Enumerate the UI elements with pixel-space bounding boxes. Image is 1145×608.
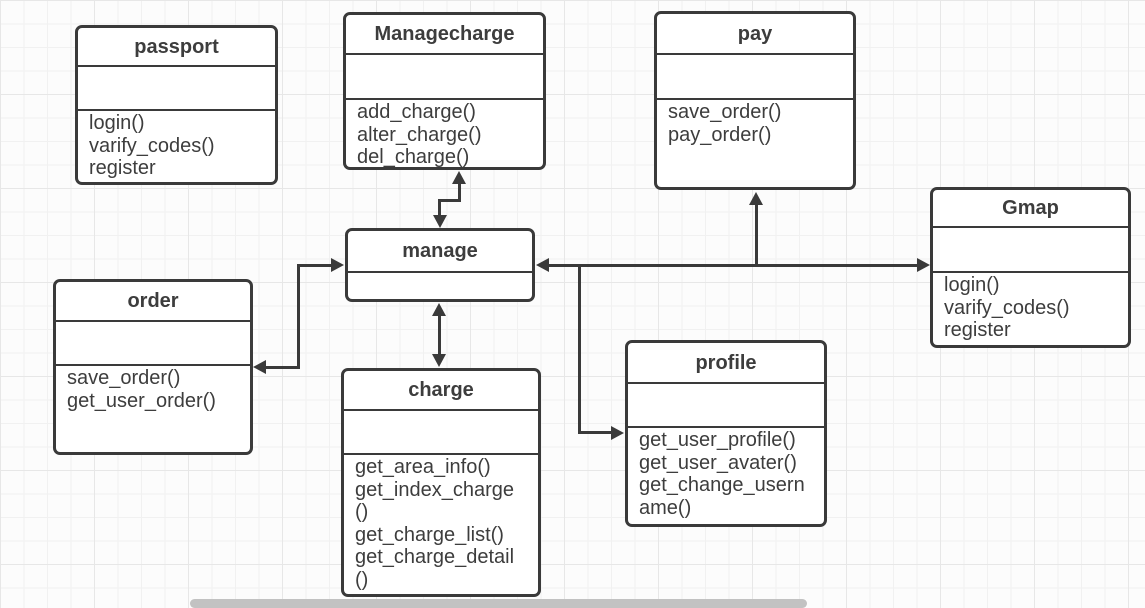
class-method: get_charge_detail() <box>355 546 515 591</box>
class-box-manage[interactable]: manage <box>345 228 535 302</box>
class-method: get_user_avater() <box>639 451 797 474</box>
class-box-pay[interactable]: pay save_order()pay_order() <box>654 11 856 190</box>
class-methods: login()varify_codes()register <box>78 111 275 182</box>
connector-segment[interactable] <box>297 264 333 267</box>
connector-segment[interactable] <box>438 314 441 356</box>
class-method: get_user_profile() <box>639 429 796 451</box>
class-method: register <box>944 319 1011 341</box>
arrowhead-right-icon[interactable] <box>611 426 624 440</box>
class-box-gmap[interactable]: Gmap login()varify_codes()register <box>930 187 1131 348</box>
class-method: get_area_info() <box>355 456 491 478</box>
arrowhead-right-icon[interactable] <box>917 258 930 272</box>
class-method: varify_codes() <box>944 296 1070 319</box>
class-box-managecharge[interactable]: Managecharge add_charge()alter_charge()de… <box>343 12 546 170</box>
class-method: save_order() <box>668 101 782 123</box>
class-method: login() <box>944 274 1000 296</box>
class-attributes-empty <box>344 411 538 455</box>
class-attributes-empty <box>346 55 543 100</box>
class-method: get_index_charge() <box>355 478 515 524</box>
class-methods: save_order()pay_order() <box>657 100 853 187</box>
class-title: passport <box>78 28 275 67</box>
connector-segment[interactable] <box>458 182 461 202</box>
arrowhead-left-icon[interactable] <box>253 360 266 374</box>
connector-segment[interactable] <box>547 264 919 267</box>
class-title: pay <box>657 14 853 55</box>
class-title: charge <box>344 371 538 411</box>
class-methods: get_user_profile()get_user_avater()get_c… <box>628 428 824 524</box>
class-methods: get_area_info()get_index_charge()get_cha… <box>344 455 538 594</box>
class-methods: login()varify_codes()register <box>933 273 1128 345</box>
connector-segment[interactable] <box>438 199 441 217</box>
arrowhead-up-icon[interactable] <box>432 303 446 316</box>
class-box-order[interactable]: order save_order()get_user_order() <box>53 279 253 455</box>
class-method: pay_order() <box>668 123 772 146</box>
class-method: add_charge() <box>357 101 476 123</box>
horizontal-scrollbar-thumb[interactable] <box>190 599 807 608</box>
class-method: register <box>89 157 156 179</box>
class-attributes-empty <box>78 67 275 111</box>
class-methods: add_charge()alter_charge()del_charge() <box>346 100 543 167</box>
class-title: profile <box>628 343 824 384</box>
class-method: login() <box>89 112 145 134</box>
class-method: del_charge() <box>357 146 470 167</box>
class-attributes-empty <box>933 228 1128 273</box>
connector-segment[interactable] <box>578 264 581 434</box>
class-attributes-empty <box>56 322 250 366</box>
class-attributes-empty <box>348 273 532 299</box>
class-method: alter_charge() <box>357 123 482 146</box>
class-method: save_order() <box>67 367 181 389</box>
class-method: get_charge_list() <box>355 523 504 546</box>
class-method: varify_codes() <box>89 134 215 157</box>
class-box-passport[interactable]: passport login()varify_codes()register <box>75 25 278 185</box>
class-title: manage <box>348 231 532 273</box>
arrowhead-down-icon[interactable] <box>433 215 447 228</box>
connector-segment[interactable] <box>264 366 300 369</box>
arrowhead-up-icon[interactable] <box>749 192 763 205</box>
class-title: Gmap <box>933 190 1128 228</box>
class-methods: save_order()get_user_order() <box>56 366 250 452</box>
arrowhead-right-icon[interactable] <box>331 258 344 272</box>
arrowhead-left-icon[interactable] <box>536 258 549 272</box>
connector-segment[interactable] <box>578 431 613 434</box>
class-attributes-empty <box>628 384 824 428</box>
class-title: order <box>56 282 250 322</box>
arrowhead-down-icon[interactable] <box>432 354 446 367</box>
connector-segment[interactable] <box>297 264 300 368</box>
class-method: get_change_username() <box>639 474 805 519</box>
connector-segment[interactable] <box>755 203 758 266</box>
arrowhead-up-icon[interactable] <box>452 171 466 184</box>
connector-segment[interactable] <box>438 199 461 202</box>
class-attributes-empty <box>657 55 853 100</box>
class-title: Managecharge <box>346 15 543 55</box>
class-box-profile[interactable]: profile get_user_profile()get_user_avater… <box>625 340 827 527</box>
class-method: get_user_order() <box>67 389 216 412</box>
